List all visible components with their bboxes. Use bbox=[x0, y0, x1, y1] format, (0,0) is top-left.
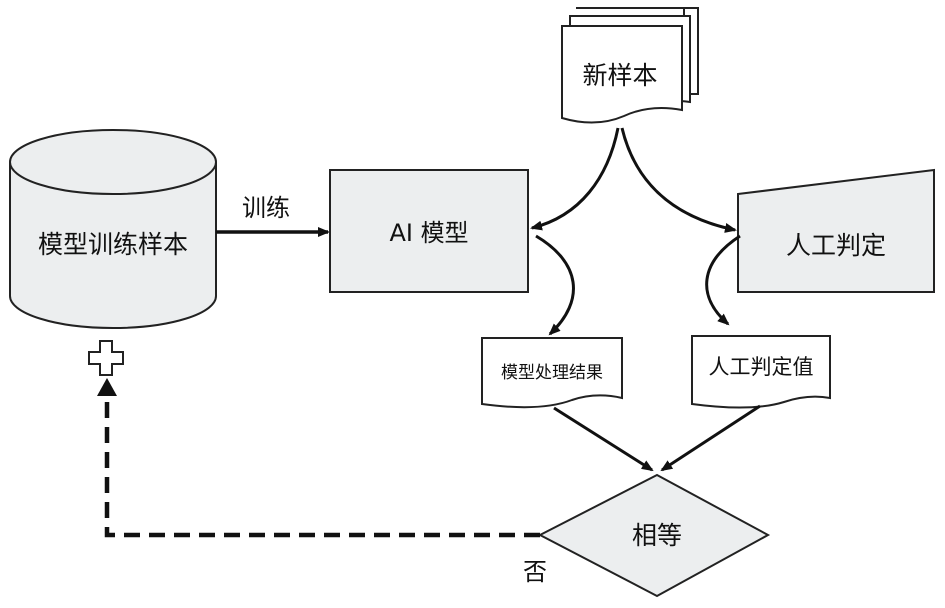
arrow-model-to-result bbox=[535, 234, 575, 336]
manual-value-document: 人工判定值 bbox=[691, 335, 831, 409]
ai-model-label: AI 模型 bbox=[389, 219, 468, 247]
arrow-manual-to-value bbox=[705, 234, 741, 326]
training-sample-database: 模型训练样本 bbox=[9, 129, 217, 329]
new-samples-documents: 新样本 bbox=[561, 7, 699, 124]
compare-label: 相等 bbox=[632, 521, 682, 550]
feedback-no-path bbox=[104, 394, 540, 538]
compare-decision: 相等 bbox=[537, 473, 771, 598]
plus-icon bbox=[88, 340, 124, 376]
arrow-result-to-compare bbox=[553, 406, 654, 472]
model-result-label: 模型处理结果 bbox=[501, 363, 603, 383]
database-label: 模型训练样本 bbox=[38, 230, 188, 259]
ai-model-box: AI 模型 bbox=[329, 169, 529, 293]
model-result-document: 模型处理结果 bbox=[481, 337, 623, 409]
feedback-arrowhead bbox=[97, 378, 117, 396]
no-label: 否 bbox=[523, 558, 547, 586]
arrow-samples-to-manual bbox=[620, 127, 737, 233]
manual-judgment-label: 人工判定 bbox=[786, 231, 886, 260]
arrow-samples-to-model bbox=[530, 127, 620, 231]
manual-value-label: 人工判定值 bbox=[709, 355, 814, 379]
manual-judgment-box: 人工判定 bbox=[737, 168, 935, 293]
train-label: 训练 bbox=[242, 194, 290, 222]
arrow-value-to-compare bbox=[660, 404, 761, 472]
new-samples-label: 新样本 bbox=[582, 61, 657, 90]
